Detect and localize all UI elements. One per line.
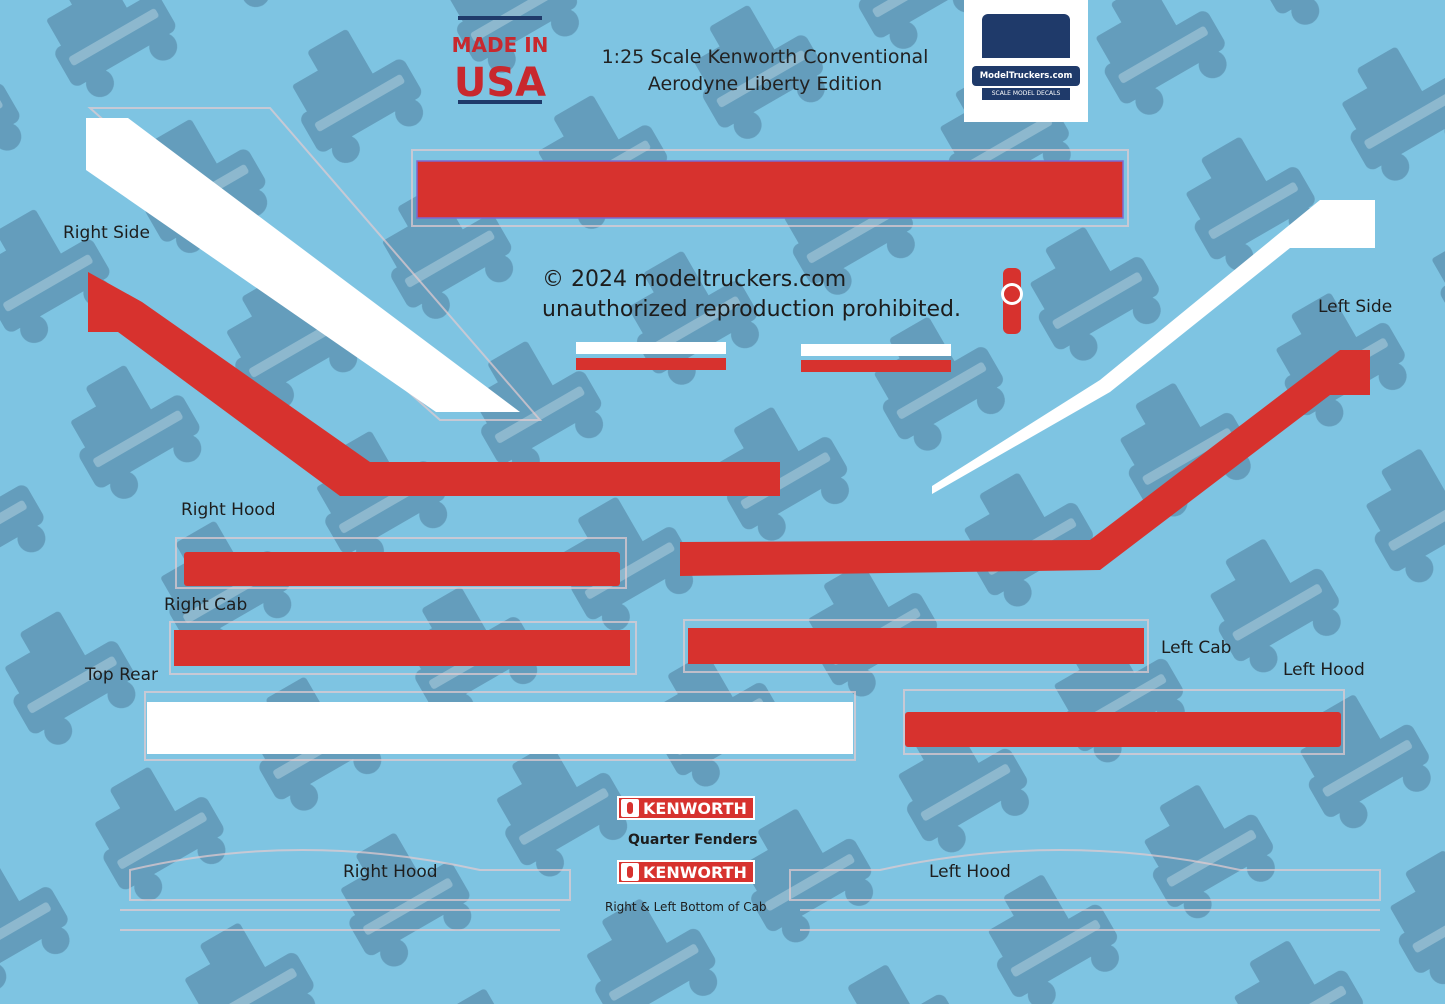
left-hood-red-bar [905, 712, 1341, 747]
cut-guides [87, 107, 1381, 931]
label-left-side: Left Side [1318, 297, 1393, 317]
label-left-hood-top: Left Hood [1283, 660, 1365, 680]
right-hood-red-bar [184, 552, 620, 586]
logo-brand-text: ModelTruckers.com [972, 66, 1080, 86]
label-right-hood-bottom: Right Hood [343, 862, 438, 882]
modeltruckers-logo: ModelTruckers.com SCALE MODEL DECALS [964, 0, 1088, 122]
label-right-cab: Right Cab [164, 595, 248, 615]
kenworth-text-2: KENWORTH [643, 862, 747, 882]
small-strip-1-white [576, 342, 726, 354]
kenworth-decal-1: KENWORTH [617, 796, 755, 820]
right-side-red-stripe [88, 272, 780, 496]
label-top-rear: Top Rear [85, 665, 159, 685]
made-in-usa-badge: MADE IN USA [452, 16, 549, 106]
title-line-2: Aerodyne Liberty Edition [647, 73, 883, 95]
usa-text: USA [454, 60, 546, 106]
left-cab-red-bar [688, 628, 1144, 664]
kw-emblem-icon [1001, 268, 1023, 334]
right-side-white-stripe [86, 118, 520, 412]
label-left-hood-bottom: Left Hood [929, 862, 1011, 882]
kenworth-text-1: KENWORTH [643, 798, 747, 818]
small-strip-2-red [801, 360, 951, 372]
label-left-cab: Left Cab [1161, 638, 1232, 658]
copyright-notice: © 2024 modeltruckers.com unauthorized re… [542, 265, 961, 325]
made-in-text: MADE IN [452, 33, 549, 57]
label-right-hood-top: Right Hood [181, 500, 276, 520]
truck-icon [982, 14, 1070, 58]
top-red-bar [416, 160, 1124, 219]
small-strip-2-white [801, 344, 951, 356]
sheet-title: 1:25 Scale Kenworth Conventional Aerodyn… [560, 44, 970, 98]
kenworth-decal-2: KENWORTH [617, 860, 755, 884]
title-line-1: 1:25 Scale Kenworth Conventional [601, 46, 929, 68]
copyright-line-1: © 2024 modeltruckers.com [542, 267, 847, 292]
label-right-side: Right Side [63, 223, 150, 243]
logo-sub-text: SCALE MODEL DECALS [982, 88, 1070, 100]
left-side-red-stripe [680, 350, 1370, 576]
label-bottom-of-cab: Right & Left Bottom of Cab [605, 900, 767, 914]
label-quarter-fenders: Quarter Fenders [628, 832, 758, 848]
small-strip-1-red [576, 358, 726, 370]
top-rear-white-bar [147, 702, 853, 754]
left-side-white-stripe [932, 200, 1375, 494]
kenworth-emblem-icon [621, 799, 639, 817]
kenworth-emblem-icon [621, 863, 639, 881]
copyright-line-2: unauthorized reproduction prohibited. [542, 297, 961, 322]
right-cab-red-bar [174, 630, 630, 666]
